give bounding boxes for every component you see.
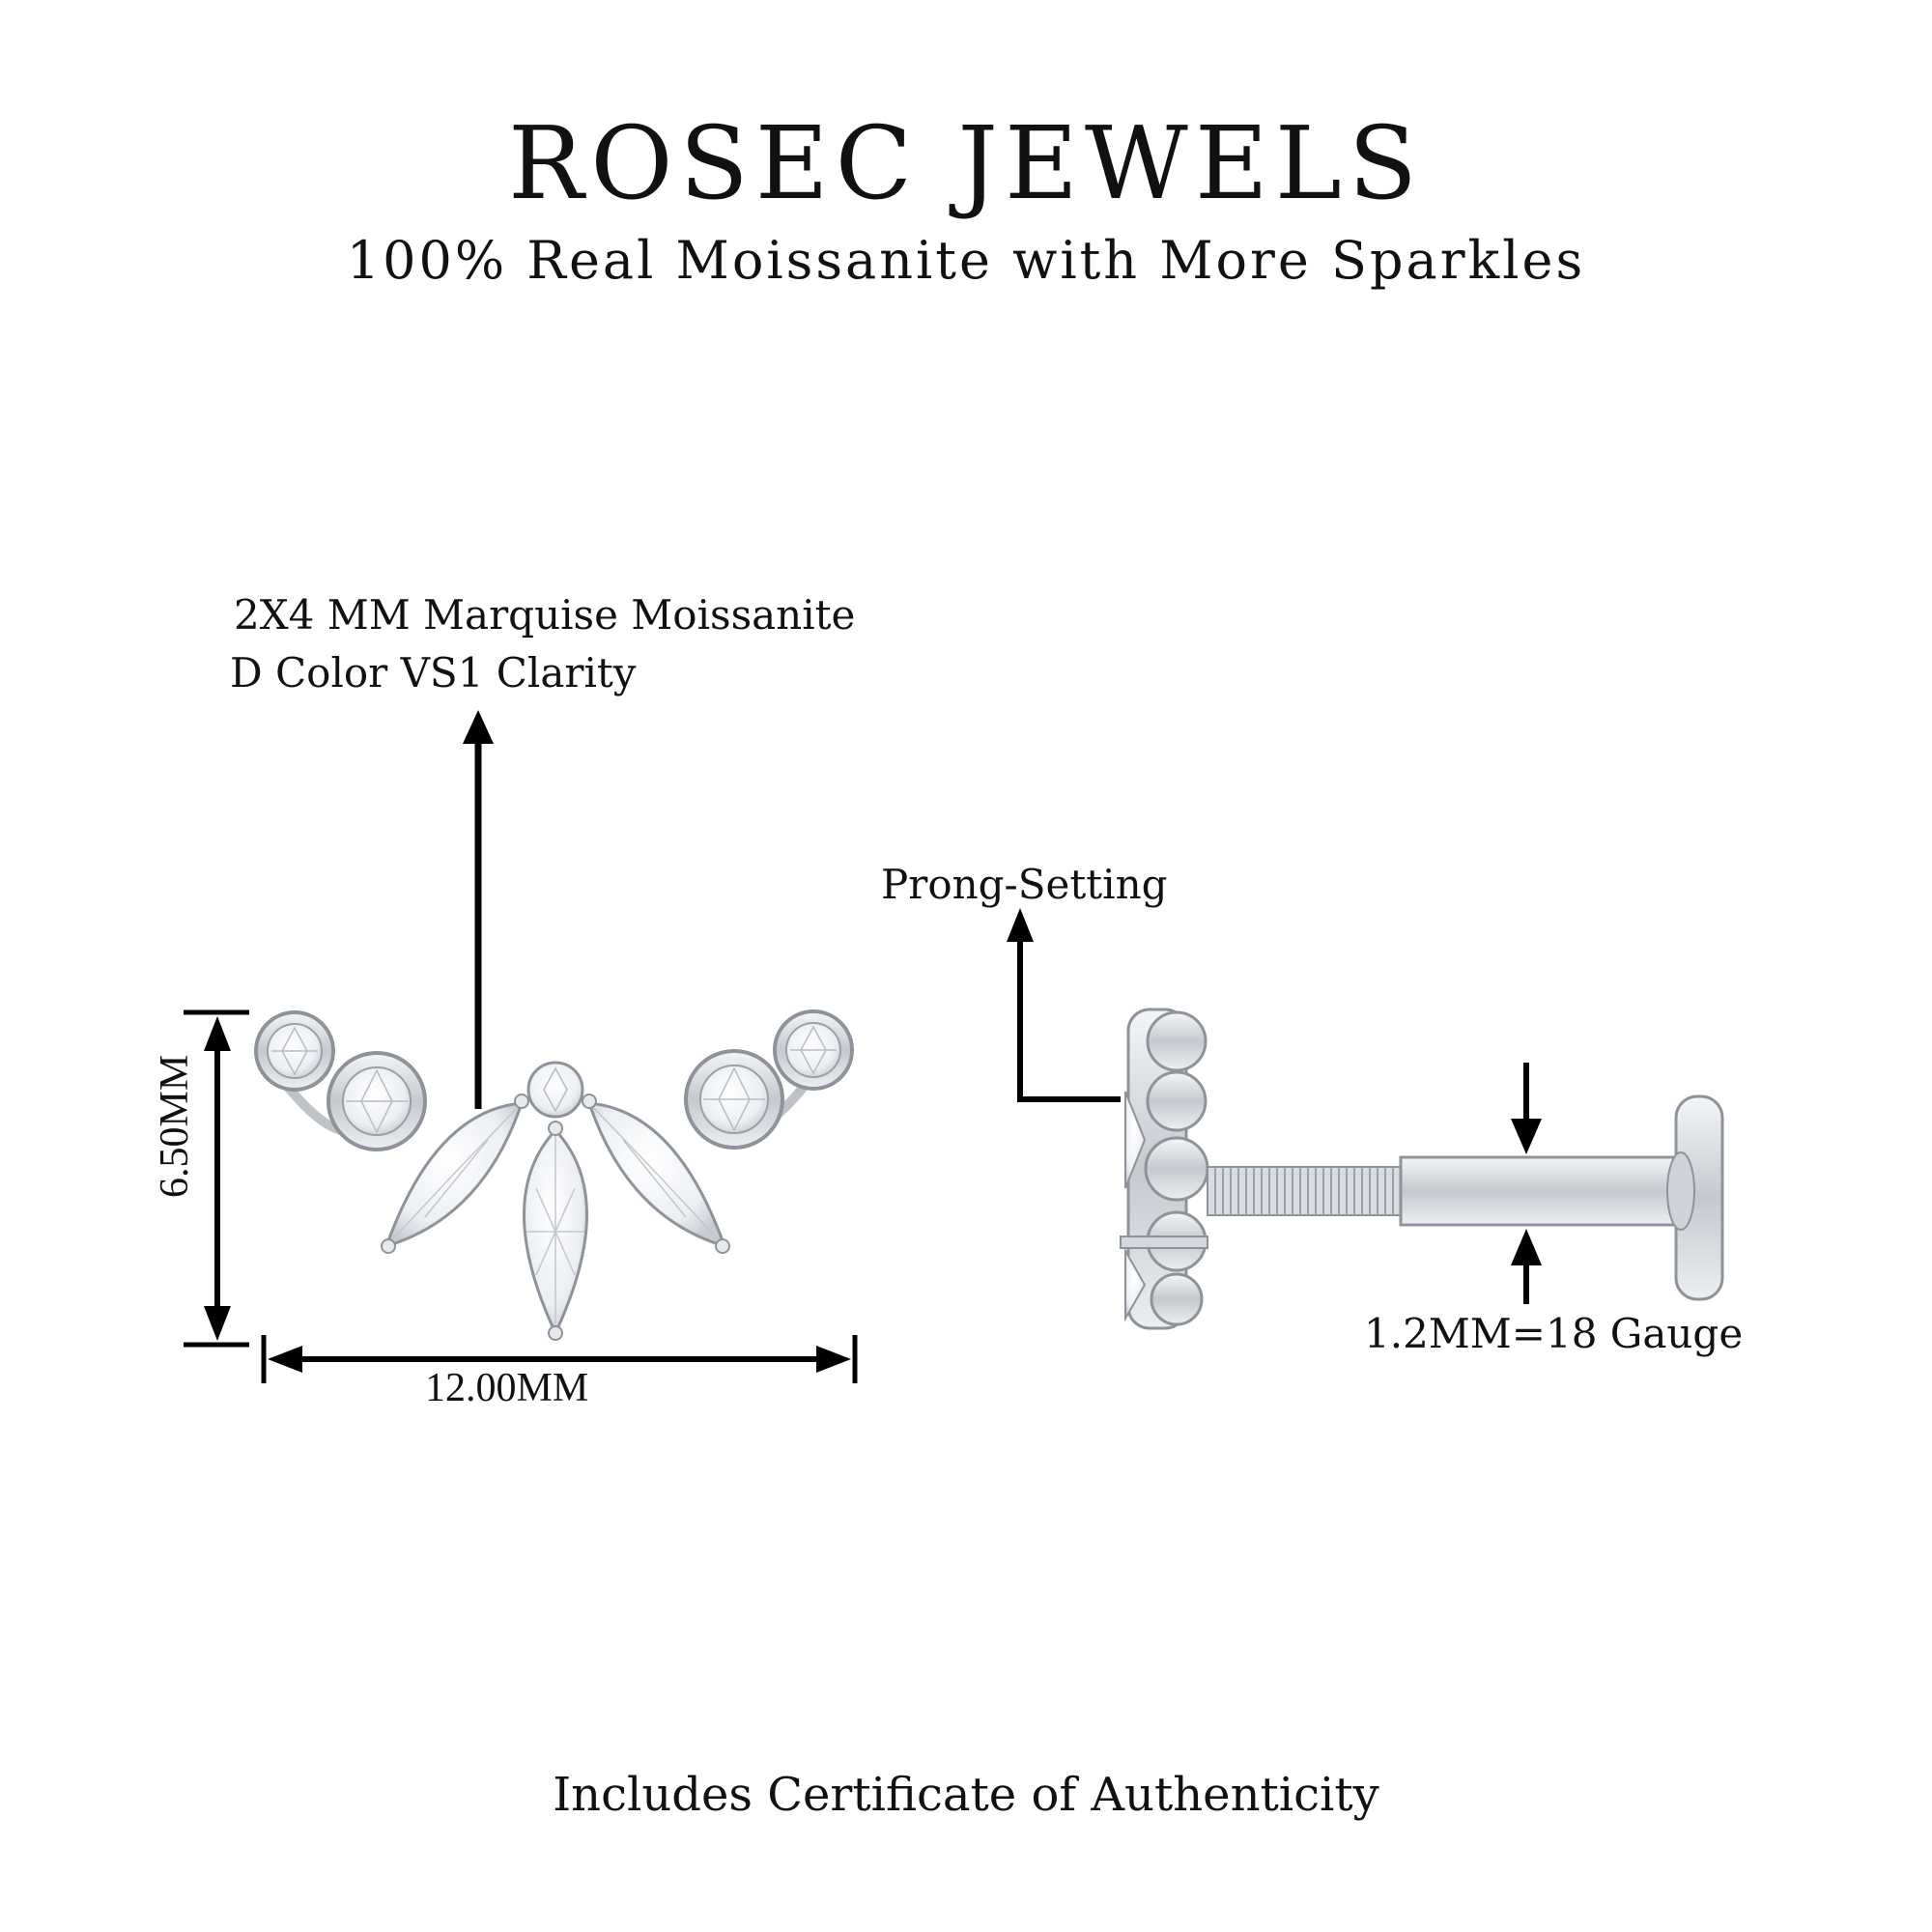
brand-tagline: 100% Real Moissanite with More Sparkles	[346, 230, 1586, 291]
prong-callout-arrow	[1007, 908, 1121, 1102]
bezel-stone-far-right	[773, 1009, 854, 1091]
marquise-stone-right	[582, 1094, 730, 1254]
certificate-note: Includes Certificate of Authenticity	[553, 1768, 1379, 1822]
earring-side-view	[1120, 1008, 1724, 1330]
brand-title: ROSEC JEWELS	[507, 104, 1425, 222]
height-dimension-arrow	[184, 1009, 249, 1348]
stone-callout-arrow	[463, 710, 494, 1109]
height-dimension-label: 6.50MM	[153, 1054, 197, 1198]
bezel-stone-left	[327, 1051, 427, 1151]
setting-label: Prong-Setting	[881, 861, 1168, 908]
width-dimension-arrow	[261, 1335, 858, 1383]
marquise-stone-left	[381, 1094, 529, 1254]
stone-grade-label: D Color VS1 Clarity	[230, 649, 637, 696]
stone-spec-label: 2X4 MM Marquise Moissanite	[234, 591, 856, 639]
width-dimension-label: 12.00MM	[425, 1366, 589, 1410]
small-round-stone-top	[526, 1061, 584, 1136]
gauge-callout-arrows	[1511, 1063, 1542, 1304]
marquise-stone-center	[523, 1127, 588, 1341]
bezel-stone-right	[684, 1049, 784, 1150]
bezel-stone-far-left	[254, 1010, 335, 1092]
earring-front-view	[254, 1009, 854, 1341]
gauge-label: 1.2MM=18 Gauge	[1364, 1310, 1744, 1357]
